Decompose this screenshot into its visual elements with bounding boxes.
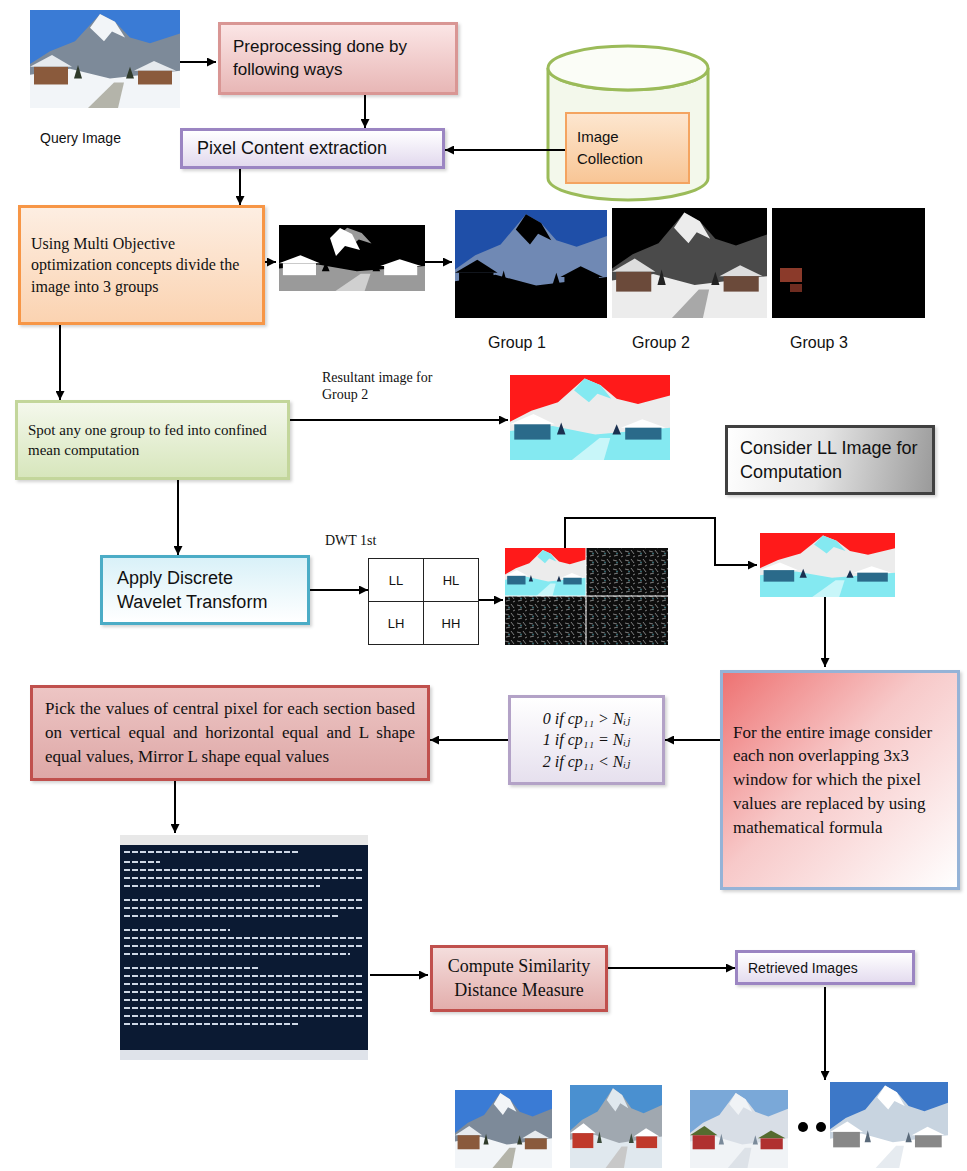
retrieved-photo <box>690 1090 788 1168</box>
subband-divider <box>505 548 668 645</box>
arrow-connector <box>239 169 241 205</box>
subband-cell: LL <box>368 558 424 602</box>
step-label: DWT 1st <box>325 533 415 550</box>
node-text: Pixel Content extraction <box>197 138 428 159</box>
arrow-line <box>824 597 826 667</box>
console-screenshot <box>120 835 368 1060</box>
node-text: 1 if cp₁₁ = Nᵢⱼ <box>521 729 652 751</box>
console-text-lines <box>124 852 364 1024</box>
group-image <box>455 210 607 318</box>
process-box: Pixel Content extraction <box>180 128 445 169</box>
window-bar <box>120 835 368 845</box>
image-caption: Group 3 <box>790 333 900 352</box>
arrow-line <box>478 599 503 601</box>
subband-cell: LH <box>368 601 424 645</box>
process-box: Preprocessing done by following ways <box>218 22 458 95</box>
node-text: Consider LL Image for Computation <box>740 436 920 485</box>
node-text: Pick the values of central pixel for eac… <box>45 697 415 768</box>
arrow-connector <box>430 739 508 741</box>
retrieved-photo <box>455 1090 552 1168</box>
arrow-label: Resultant image for Group 2 <box>322 370 467 404</box>
arrow-connector <box>310 589 368 591</box>
database-label: Image Collection <box>565 112 690 184</box>
retrieved-photo <box>830 1082 948 1168</box>
arrow-line <box>290 419 508 421</box>
image-caption: Group 2 <box>632 333 742 352</box>
arrow-line <box>425 261 452 263</box>
arrow-connector <box>608 967 735 969</box>
node-text: Image Collection <box>577 126 678 171</box>
image-caption: Query Image <box>40 130 170 147</box>
process-box: Apply Discrete Wavelet Transform <box>100 555 310 625</box>
node-text: Compute Similarity Distance Measure <box>443 955 595 1002</box>
node-text: Apply Discrete Wavelet Transform <box>117 566 293 615</box>
arrow-connector <box>59 325 61 400</box>
process-box: Compute Similarity Distance Measure <box>430 945 608 1012</box>
node-text: Preprocessing done by following ways <box>233 36 443 82</box>
node-text: LH <box>369 616 423 631</box>
group-fragment <box>780 268 802 282</box>
ellipsis-dot <box>816 1122 826 1132</box>
cylinder-top <box>548 46 708 90</box>
arrow-connector <box>665 739 720 741</box>
note-box: Consider LL Image for Computation <box>725 425 935 495</box>
arrow-line <box>265 261 276 263</box>
dwt-subbands <box>505 548 668 645</box>
group-image <box>772 208 925 318</box>
subband-cell: HL <box>423 558 479 602</box>
arrow-line <box>370 974 428 976</box>
arrow-connector <box>364 95 366 128</box>
query-photo <box>30 10 180 108</box>
mask-highlight <box>330 228 360 256</box>
process-box: For the entire image consider each non o… <box>720 670 960 890</box>
ll-image <box>760 533 895 597</box>
arrow-line <box>180 61 216 63</box>
process-box: Spot any one group to fed into confined … <box>15 400 290 480</box>
node-text: Retrieved Images <box>748 960 902 976</box>
process-box: Pick the values of central pixel for eac… <box>30 685 430 781</box>
node-text: LL <box>369 573 423 588</box>
group-image <box>612 208 767 318</box>
arrow-connector <box>445 149 565 151</box>
node-text: 0 if cp₁₁ > Nᵢⱼ <box>521 708 652 730</box>
node-text: HL <box>424 573 478 588</box>
node-text: For the entire image consider each non o… <box>733 721 947 840</box>
arrow-line <box>174 777 176 833</box>
retrieved-photo <box>570 1085 662 1168</box>
arrow-connector <box>177 480 179 555</box>
resultant-image <box>510 375 670 460</box>
ellipsis-dot <box>798 1122 808 1132</box>
ll-subband <box>505 548 586 596</box>
group-fragment <box>790 284 802 292</box>
node-text: Using Multi Objective optimization conce… <box>31 233 252 298</box>
node-text: 2 if cp₁₁ < Nᵢⱼ <box>521 751 652 773</box>
image-caption: Group 1 <box>488 333 598 352</box>
process-box: Using Multi Objective optimization conce… <box>18 205 265 325</box>
formula-box: 0 if cp₁₁ > Nᵢⱼ1 if cp₁₁ = Nᵢⱼ2 if cp₁₁ … <box>508 695 665 785</box>
subband-cell: HH <box>423 601 479 645</box>
arrow-line <box>824 987 826 1080</box>
node-text: HH <box>424 616 478 631</box>
bracket-arrow <box>565 518 757 565</box>
taskbar <box>120 1050 368 1060</box>
output-box: Retrieved Images <box>735 950 915 985</box>
segmentation-mask <box>279 225 425 291</box>
node-text: Spot any one group to fed into confined … <box>28 420 277 461</box>
